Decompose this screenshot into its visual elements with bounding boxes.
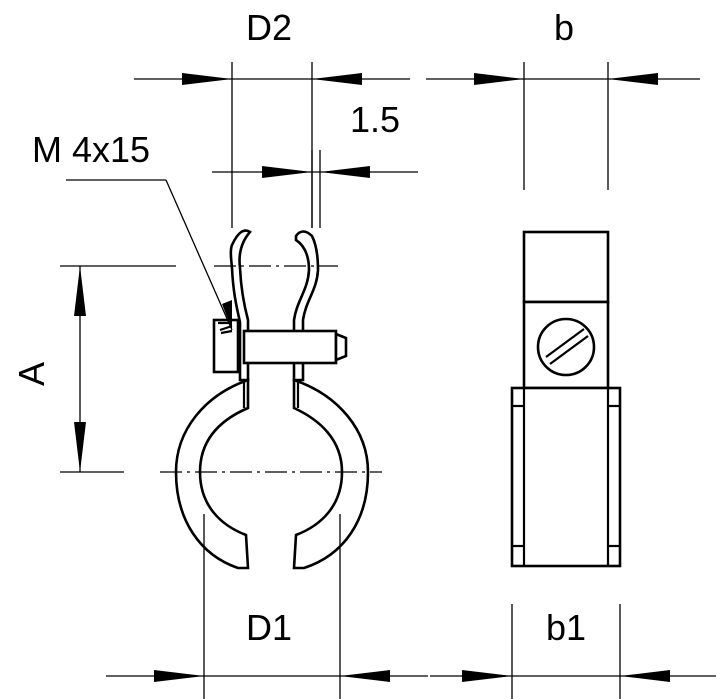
label-screw: M 4x15 xyxy=(32,129,150,170)
clamp-ring xyxy=(174,378,250,570)
clamp-ring-right xyxy=(292,378,370,570)
side-band xyxy=(510,386,622,568)
label-d2: D2 xyxy=(246,7,292,48)
slotted-screw-head xyxy=(536,317,596,377)
label-b1: b1 xyxy=(546,607,586,648)
screw-body xyxy=(242,329,338,365)
label-d1: D1 xyxy=(246,607,292,648)
dimension-gap xyxy=(212,150,418,228)
dimension-b xyxy=(426,62,700,190)
label-a: A xyxy=(11,362,52,386)
label-b: b xyxy=(554,7,574,48)
dimension-a xyxy=(60,265,176,473)
screw-tip xyxy=(334,332,348,362)
label-gap: 1.5 xyxy=(350,99,400,140)
dimension-b1 xyxy=(430,604,716,699)
dimension-d2 xyxy=(134,62,410,228)
screw-leader xyxy=(66,179,233,331)
side-view xyxy=(510,230,622,568)
side-top-block xyxy=(522,230,610,304)
front-view xyxy=(160,229,382,570)
dimension-d1 xyxy=(106,514,428,699)
